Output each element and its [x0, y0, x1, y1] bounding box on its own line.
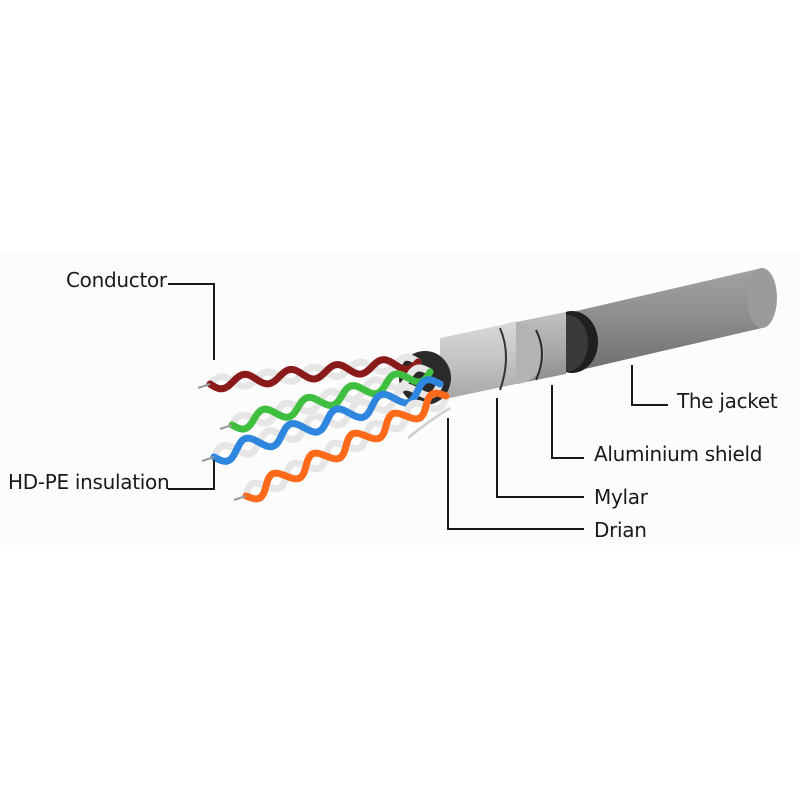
leader-shield [551, 385, 584, 459]
wire-brown [206, 356, 422, 393]
leader-drain [447, 418, 584, 530]
label-conductor: Conductor [66, 268, 167, 292]
pair-brown [197, 353, 422, 393]
wire-green [228, 368, 434, 433]
leader-conductor [168, 283, 215, 360]
wire-brown-white [206, 353, 422, 390]
wire-orange [242, 389, 450, 503]
conductor-tip-blue [201, 456, 215, 462]
pair-orange [233, 389, 450, 503]
label-mylar: Mylar [594, 485, 648, 509]
twisted-pairs [197, 353, 450, 503]
leader-lines [168, 283, 668, 530]
pair-blue [201, 376, 444, 465]
wire-blue [210, 376, 444, 465]
leader-insulation [168, 460, 215, 490]
label-the-jacket: The jacket [677, 389, 778, 413]
label-drain: Drian [594, 518, 647, 542]
conductor-tip-green [219, 424, 233, 430]
label-hd-pe-insulation: HD-PE insulation [8, 470, 170, 494]
label-aluminium-shield: Aluminium shield [594, 442, 763, 466]
jacket-layer [546, 268, 777, 373]
conductor-tip-orange [233, 495, 247, 501]
conductor-tip-brown [197, 383, 211, 389]
leader-jacket [631, 365, 668, 406]
drain-wire [407, 406, 451, 439]
leader-mylar [496, 398, 584, 498]
